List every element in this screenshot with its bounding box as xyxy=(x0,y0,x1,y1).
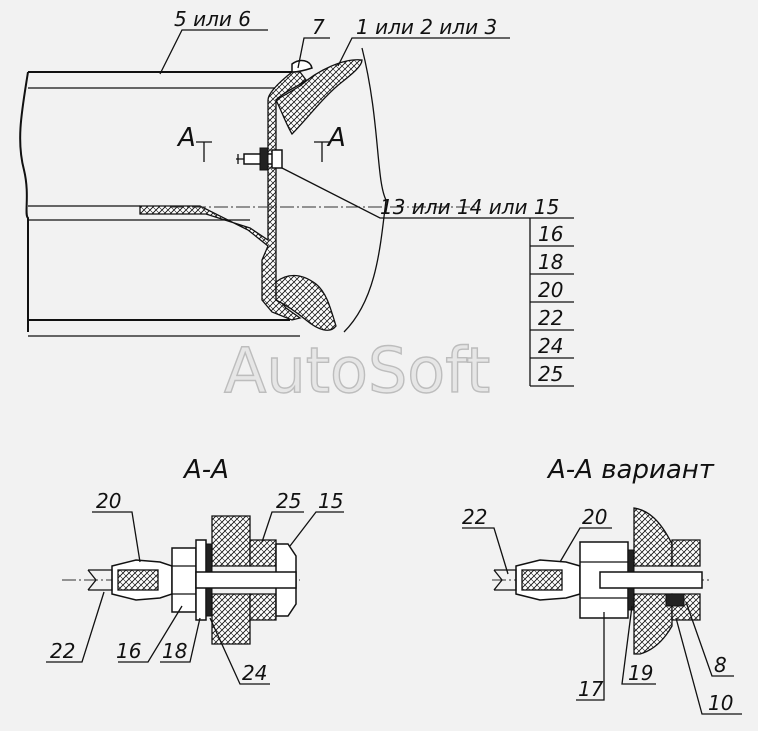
valve-tip xyxy=(236,154,244,164)
leader-casing xyxy=(159,29,268,75)
variant-leader-nut xyxy=(576,612,605,701)
list-item-label: 22 xyxy=(538,306,563,330)
variant-leader-washer xyxy=(621,605,656,685)
valve-tip-fork xyxy=(87,569,113,591)
bead-valve-cap xyxy=(291,59,313,73)
section-marker-left: A xyxy=(176,123,196,153)
bush xyxy=(249,539,277,567)
casing-left-break xyxy=(19,71,29,332)
variant-rim-wall xyxy=(633,507,673,567)
variant-label-valve-tip: 22 xyxy=(462,505,487,529)
variant-label-washer: 19 xyxy=(628,661,653,685)
leader-valve xyxy=(297,37,330,69)
rim-wall-lower xyxy=(211,593,251,645)
list-item-label: 20 xyxy=(538,278,563,302)
main-view: A A 5 или 6 7 1 или 2 или 3 13 или 14 ил… xyxy=(19,7,574,387)
variant-label-bush: 10 xyxy=(708,691,733,715)
watermark: AutoSoft xyxy=(224,334,490,407)
hex-nut-flats xyxy=(172,565,196,595)
variant-valve-core xyxy=(521,569,563,591)
leader-bush xyxy=(261,511,304,543)
leader-washer xyxy=(118,605,183,663)
leader-set xyxy=(281,167,574,219)
rim-wall xyxy=(211,515,251,567)
variant-label-cap: 20 xyxy=(582,505,607,529)
label-washer: 16 xyxy=(116,639,141,663)
leader-nut xyxy=(160,617,201,663)
section-marker-right: A xyxy=(326,123,346,153)
section-view: А-А 20 22 16 18 24 25 15 xyxy=(46,455,344,685)
leader-valve-tip xyxy=(46,591,105,663)
label-casing: 5 или 6 xyxy=(174,7,251,31)
variant-leader-bush xyxy=(675,617,742,715)
label-valve-tip: 22 xyxy=(50,639,75,663)
label-list: 16 18 20 22 24 25 xyxy=(530,222,574,387)
variant-leader-gasket xyxy=(685,601,734,677)
variant-title: А-А вариант xyxy=(546,455,715,485)
bead-top xyxy=(275,59,363,136)
variant-hex-flats xyxy=(580,561,628,599)
list-item-label: 18 xyxy=(538,250,563,274)
label-seal: 24 xyxy=(242,661,267,685)
list-item-label: 25 xyxy=(538,362,563,386)
list-item-label: 24 xyxy=(538,334,563,358)
variant-stem-bore xyxy=(599,571,703,589)
label-set: 13 или 14 или 15 xyxy=(380,195,559,219)
label-cap: 20 xyxy=(96,489,121,513)
list-item-label: 16 xyxy=(538,222,563,246)
stem-bore xyxy=(195,571,297,589)
rim-flange xyxy=(139,71,307,321)
variant-rim-wall-lower xyxy=(633,593,673,655)
variant-valve-tip-fork xyxy=(493,569,517,591)
bead-bottom xyxy=(275,274,337,331)
leader-rim xyxy=(337,37,510,67)
leader-seal xyxy=(209,617,270,685)
valve-core xyxy=(117,569,159,591)
variant-leader-cap xyxy=(559,527,612,563)
section-title: А-А xyxy=(182,455,229,485)
label-rim: 1 или 2 или 3 xyxy=(356,15,497,39)
variant-gasket xyxy=(665,593,685,607)
tire-break-line xyxy=(343,47,387,333)
label-bush: 25 xyxy=(276,489,301,513)
bush-lower xyxy=(249,593,277,621)
label-nut: 18 xyxy=(162,639,187,663)
label-valve: 7 xyxy=(312,15,325,39)
hex-nut xyxy=(171,547,197,613)
variant-bush xyxy=(671,539,701,567)
section-arrow-left xyxy=(196,141,212,162)
valve-nut-2 xyxy=(271,149,283,169)
variant-label-gasket: 8 xyxy=(714,653,727,677)
leader-cap xyxy=(92,511,141,563)
leader-body xyxy=(289,511,344,547)
variant-leader-valve-tip xyxy=(462,527,509,575)
label-body: 15 xyxy=(318,489,343,513)
variant-view: А-А вариант 22 20 17 19 8 10 xyxy=(462,455,742,715)
section-arrow-right xyxy=(314,141,330,162)
valve-nut xyxy=(259,147,269,171)
variant-label-nut: 17 xyxy=(578,677,604,701)
